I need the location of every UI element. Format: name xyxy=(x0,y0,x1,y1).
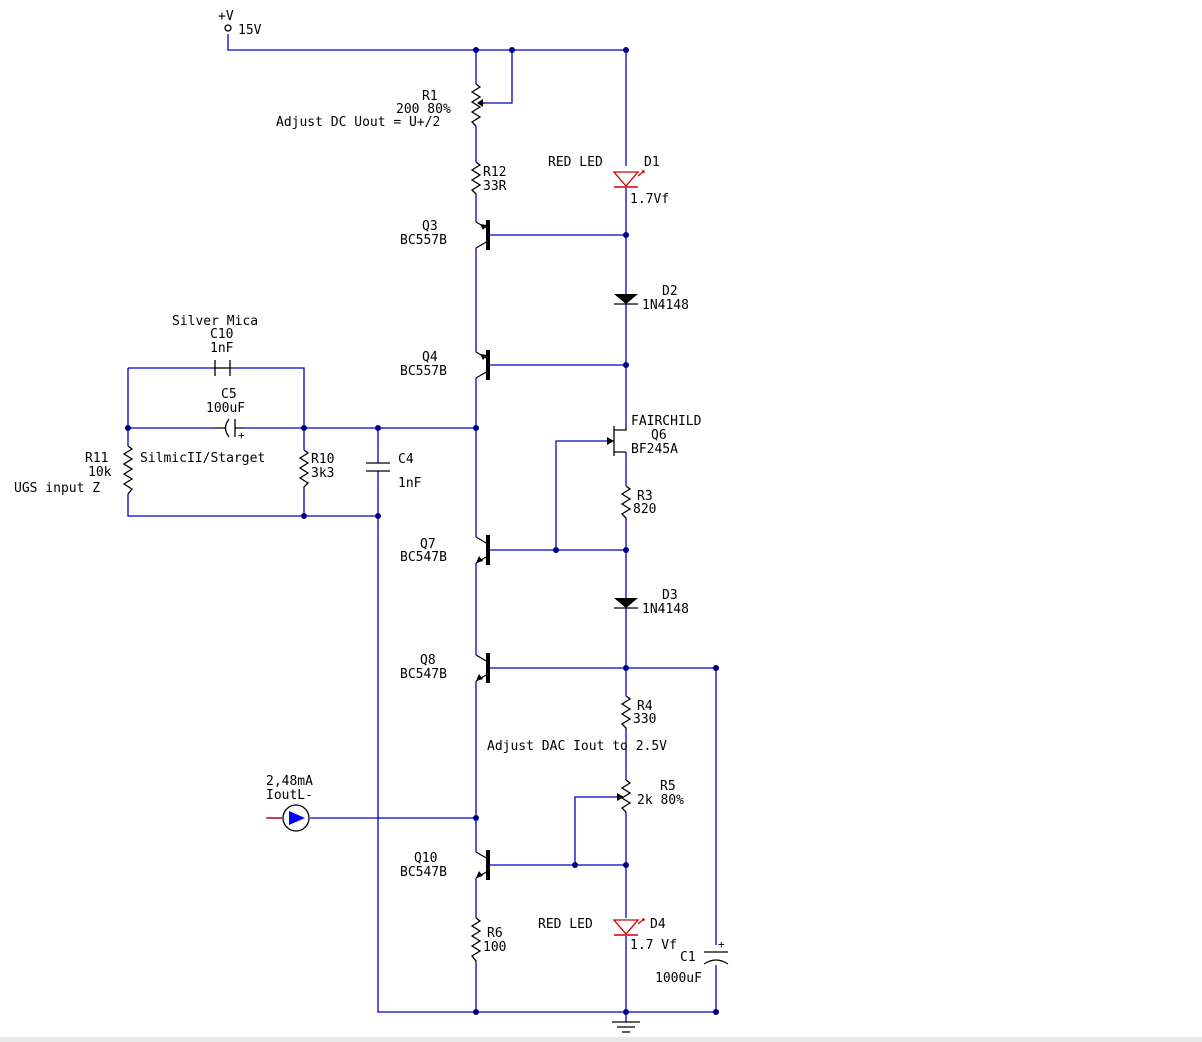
q6-ref: Q6 xyxy=(651,428,667,443)
q10-npn-transistor: Q10 BC547B xyxy=(400,850,490,880)
r5-value: 2k 80% xyxy=(637,793,684,808)
d3-value: 1N4148 xyxy=(642,602,689,617)
c1-value: 1000uF xyxy=(655,971,702,986)
q6-maker: FAIRCHILD xyxy=(631,414,702,429)
c1-plus: + xyxy=(718,938,725,951)
c1-capacitor: + C1 1000uF xyxy=(655,938,729,986)
c5-capacitor: + C5 100uF SilmicII/Starget xyxy=(140,387,265,466)
q8-value: BC547B xyxy=(400,667,447,682)
c10-value: 1nF xyxy=(210,341,234,356)
r11-note: UGS input Z xyxy=(14,481,100,496)
c4-ref: C4 xyxy=(398,452,414,467)
q7-ref: Q7 xyxy=(420,537,436,552)
r12-value: 33R xyxy=(483,179,507,194)
supply-voltage-label: 15V xyxy=(238,23,262,38)
q3-value: BC557B xyxy=(400,233,447,248)
r11-resistor: R11 10k UGS input Z xyxy=(14,445,134,496)
r12-resistor: R12 33R xyxy=(470,161,507,195)
r10-ref: R10 xyxy=(311,452,334,467)
d4-note: RED LED xyxy=(538,917,593,932)
r1-value: 200 80% xyxy=(396,102,451,117)
supply-terminal: +V 15V xyxy=(218,9,262,38)
d1-red-led: RED LED D1 1.7Vf xyxy=(548,155,669,207)
q4-value: BC557B xyxy=(400,364,447,379)
r4-value: 330 xyxy=(633,712,656,727)
d1-ref: D1 xyxy=(644,155,660,170)
r11-value: 10k xyxy=(88,465,112,480)
junctions xyxy=(125,47,719,1015)
r1-potentiometer: R1 200 80% Adjust DC Uout = U+/2 xyxy=(276,83,485,130)
isrc-value: 2,48mA xyxy=(266,774,313,789)
d1-value: 1.7Vf xyxy=(630,192,669,207)
d2-ref: D2 xyxy=(662,284,678,299)
c1-ref: C1 xyxy=(680,950,696,965)
q6-value: BF245A xyxy=(631,442,678,457)
c10-capacitor: Silver Mica C10 1nF xyxy=(172,314,258,376)
c10-note: Silver Mica xyxy=(172,314,258,329)
q10-value: BC547B xyxy=(400,865,447,880)
wires xyxy=(127,34,717,1022)
r10-resistor: R10 3k3 xyxy=(298,449,334,488)
r12-ref: R12 xyxy=(483,165,506,180)
r4-ref: R4 xyxy=(637,699,653,714)
d3-diode: D3 1N4148 xyxy=(614,588,689,617)
r3-ref: R3 xyxy=(637,489,653,504)
r1-note: Adjust DC Uout = U+/2 xyxy=(276,115,440,130)
q7-npn-transistor: Q7 BC547B xyxy=(400,535,490,565)
ground-symbol xyxy=(612,1021,640,1033)
d4-red-led: RED LED D4 1.7 Vf xyxy=(538,917,677,953)
q10-ref: Q10 xyxy=(414,851,437,866)
r4-resistor: R4 330 Adjust DAC Iout to 2.5V xyxy=(487,695,667,754)
d4-value: 1.7 Vf xyxy=(630,938,677,953)
d1-note: RED LED xyxy=(548,155,603,170)
d2-diode: D2 1N4148 xyxy=(614,284,689,313)
r6-value: 100 xyxy=(483,940,506,955)
r3-resistor: R3 820 xyxy=(620,485,656,520)
d3-ref: D3 xyxy=(662,588,678,603)
q8-npn-transistor: Q8 BC547B xyxy=(400,653,490,683)
q4-ref: Q4 xyxy=(422,350,438,365)
r10-value: 3k3 xyxy=(311,466,334,481)
q7-value: BC547B xyxy=(400,550,447,565)
c10-ref: C10 xyxy=(210,327,233,342)
r11-ref: R11 xyxy=(85,451,108,466)
c5-value: 100uF xyxy=(206,401,245,416)
r6-ref: R6 xyxy=(487,926,503,941)
c5-ref: C5 xyxy=(221,387,237,402)
r5-ref: R5 xyxy=(660,779,676,794)
supply-rail-label: +V xyxy=(218,9,234,24)
q8-ref: Q8 xyxy=(420,653,436,668)
q6-jfet: FAIRCHILD Q6 BF245A xyxy=(607,414,702,457)
current-source: 2,48mA IoutL- xyxy=(266,774,313,832)
c4-value: 1nF xyxy=(398,476,422,491)
q4-pnp-transistor: Q4 BC557B xyxy=(400,350,490,380)
r3-value: 820 xyxy=(633,502,656,517)
q3-pnp-transistor: Q3 BC557B xyxy=(400,219,490,250)
c5-note: SilmicII/Starget xyxy=(140,451,265,466)
c4-capacitor: C4 1nF xyxy=(366,452,422,491)
d4-ref: D4 xyxy=(650,917,666,932)
isrc-name: IoutL- xyxy=(266,788,313,803)
c5-plus: + xyxy=(238,429,245,442)
d2-value: 1N4148 xyxy=(642,298,689,313)
bottom-strip xyxy=(0,1037,1202,1042)
r6-resistor: R6 100 xyxy=(470,917,506,962)
r1-ref: R1 xyxy=(422,89,438,104)
q3-ref: Q3 xyxy=(422,219,438,234)
r4-note: Adjust DAC Iout to 2.5V xyxy=(487,739,667,754)
r5-potentiometer: R5 2k 80% xyxy=(617,779,684,813)
